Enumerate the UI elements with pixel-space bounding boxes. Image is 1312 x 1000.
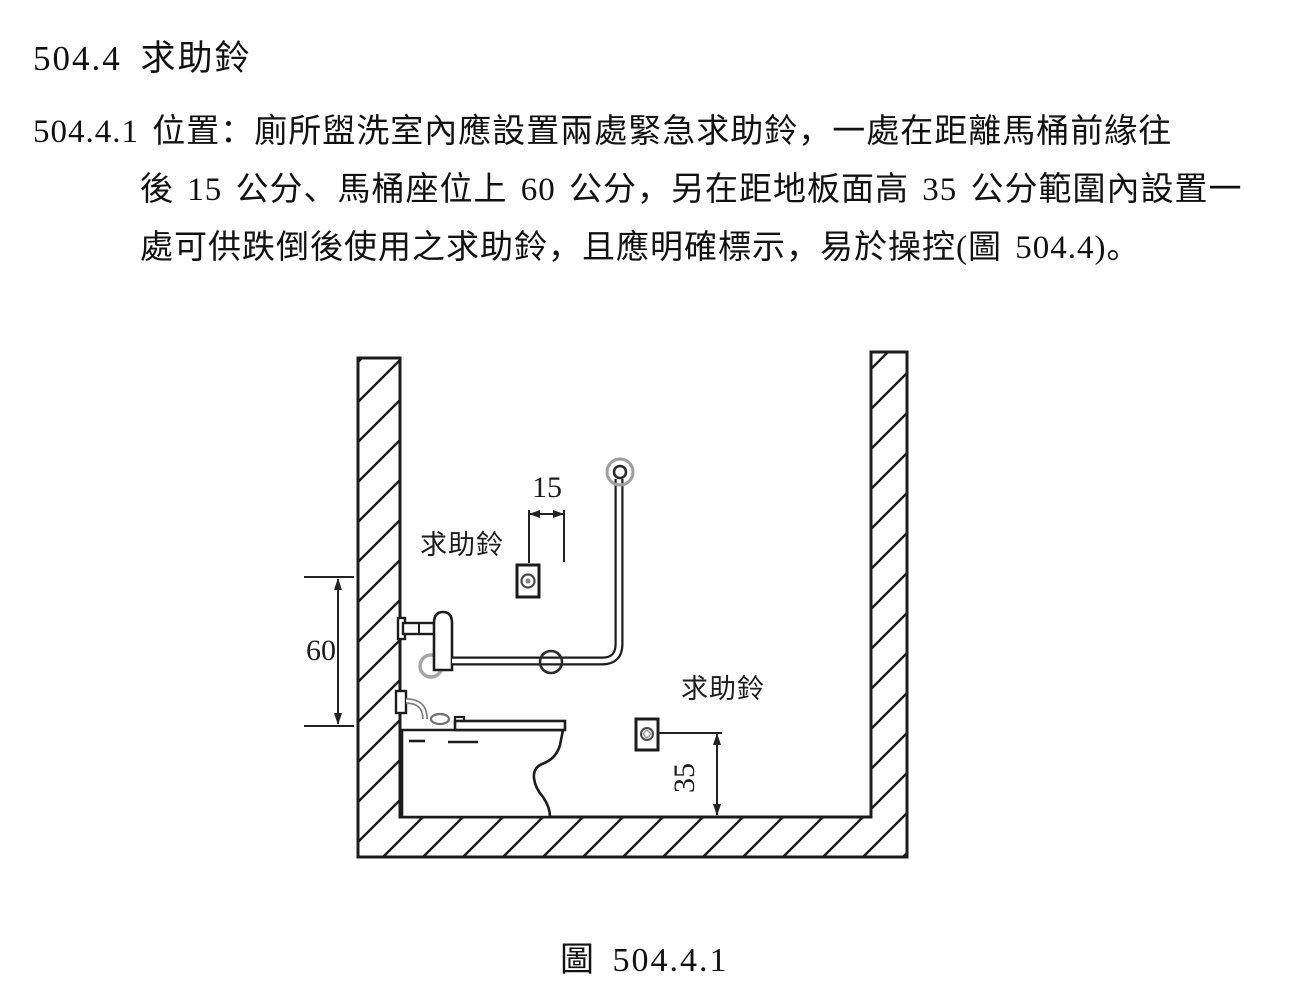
grab-bar-top-mount-inner-icon bbox=[612, 464, 628, 480]
call-bell-lower-button-icon bbox=[640, 727, 654, 741]
body-text-line-3: 處可供跌倒後使用之求助鈴，且應明確標示，易於操控(圖 504.4)。 bbox=[140, 230, 1141, 266]
wall-fixture bbox=[394, 689, 408, 715]
call-bell-lower-dot-icon bbox=[642, 729, 652, 739]
valve-body bbox=[432, 610, 454, 672]
dim15-label: 15 bbox=[532, 471, 562, 504]
grab-bar-mid-mount-icon bbox=[538, 649, 564, 675]
toilet-seat bbox=[453, 719, 567, 732]
flush-valve bbox=[396, 610, 454, 679]
room-section bbox=[356, 350, 909, 859]
dim35-label: 35 bbox=[668, 763, 701, 793]
arrow-down-icon bbox=[334, 713, 342, 725]
call-bell-upper-dot-icon bbox=[525, 578, 531, 584]
arrow-left-icon bbox=[529, 510, 540, 518]
toilet bbox=[394, 689, 567, 819]
grab-bar bbox=[452, 457, 635, 675]
dimension-35: 35 bbox=[658, 732, 722, 816]
call-bell-lower bbox=[634, 717, 660, 752]
call-bell-upper bbox=[515, 563, 541, 599]
call-bell-lower-label: 求助鈴 bbox=[681, 674, 765, 704]
grab-bar-top-mount-outer-icon bbox=[605, 457, 635, 487]
dimension-15: 15 bbox=[528, 471, 565, 563]
arrow-up-icon bbox=[713, 733, 721, 745]
body-text-line-2: 後 15 公分、馬桶座位上 60 公分，另在距地板面高 35 公分範圍內設置一 bbox=[140, 172, 1243, 208]
figure-caption: 圖 504.4.1 bbox=[560, 942, 729, 979]
call-bell-upper-label: 求助鈴 bbox=[420, 530, 504, 560]
arrow-up-icon bbox=[334, 578, 342, 590]
body-text-line-1: 504.4.1 位置：廁所盥洗室內應設置兩處緊急求助鈴，一處在距離馬桶前緣往 bbox=[33, 114, 1173, 150]
inlet-pipe-inner bbox=[405, 699, 427, 720]
arrow-right-icon bbox=[553, 510, 564, 518]
arrow-down-icon bbox=[713, 804, 721, 816]
grab-bar-inner bbox=[452, 479, 622, 664]
figure-diagram: 15 60 35 求助鈴 求助鈴 bbox=[304, 350, 909, 859]
toilet-body bbox=[400, 728, 565, 819]
dimension-60: 60 bbox=[304, 576, 354, 727]
section-heading: 504.4 求助鈴 bbox=[33, 39, 252, 78]
dim60-label: 60 bbox=[306, 634, 336, 667]
flush-button bbox=[429, 712, 451, 726]
wall-floor-hatched-section bbox=[356, 350, 909, 859]
